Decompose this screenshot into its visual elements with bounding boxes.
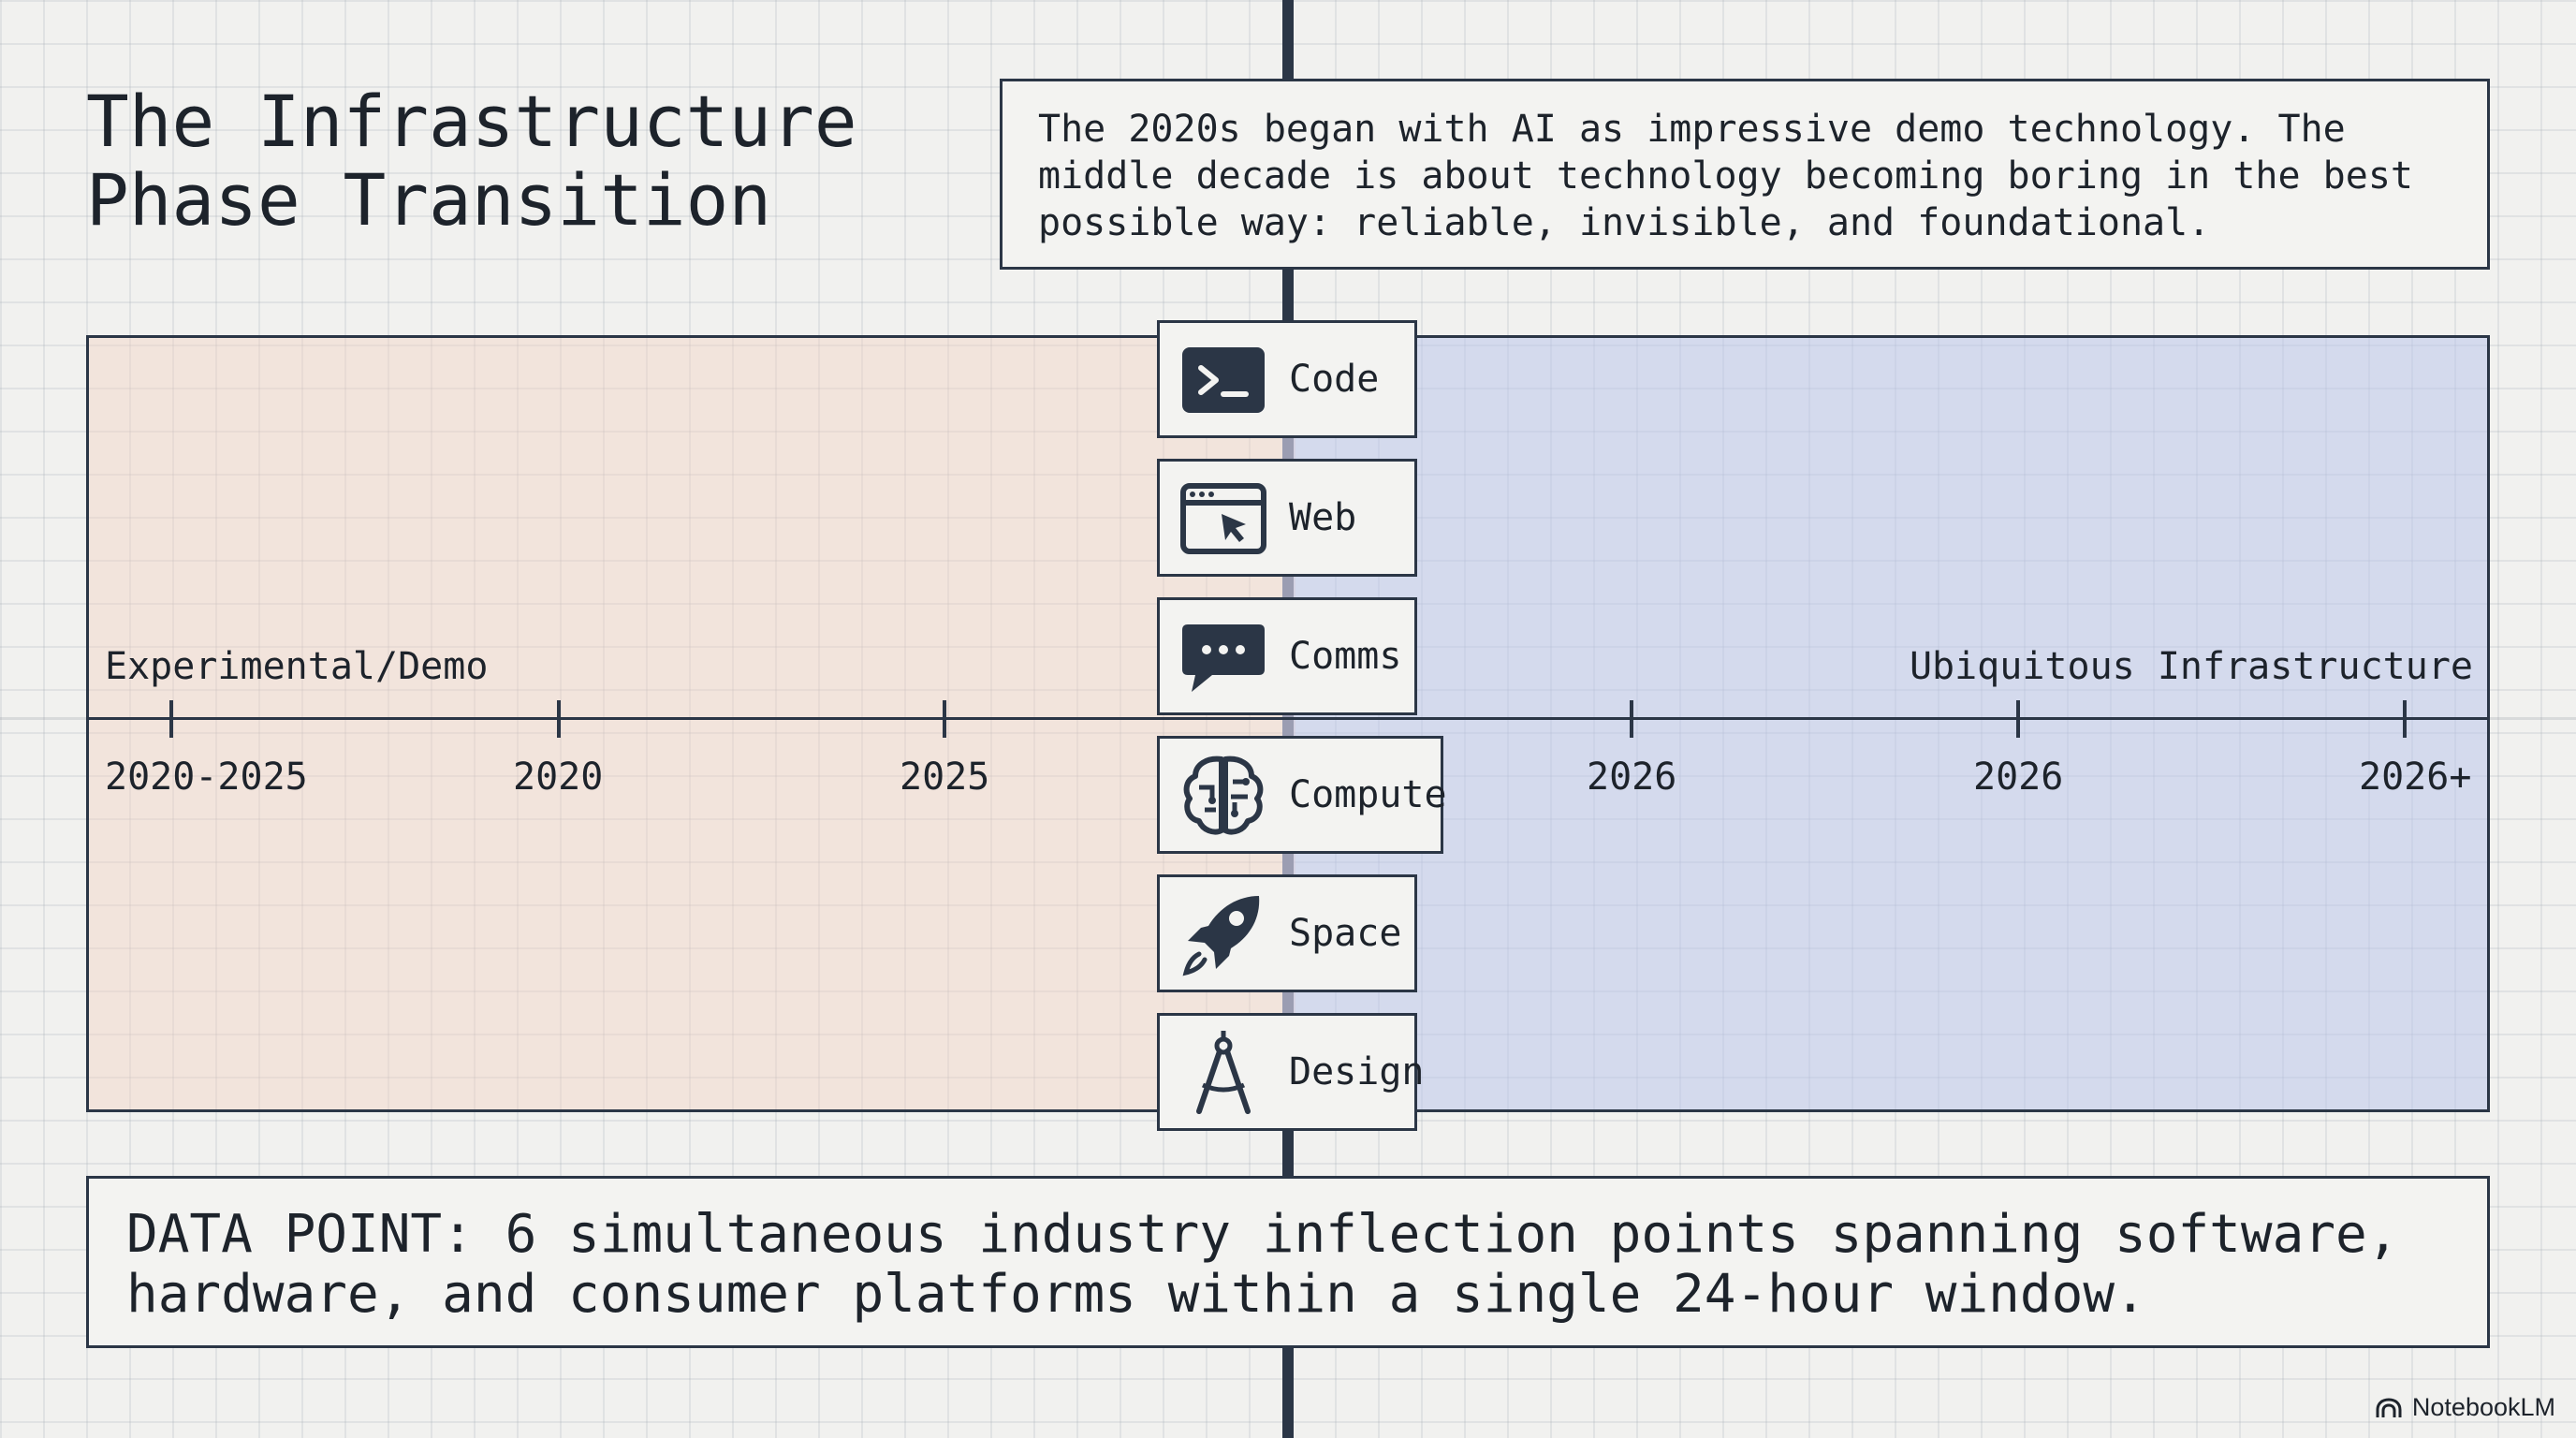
axis-tick bbox=[1630, 700, 1633, 738]
rocket-icon bbox=[1182, 896, 1260, 976]
brand-watermark: NotebookLM bbox=[2375, 1393, 2555, 1422]
node-label: Space bbox=[1289, 912, 1402, 955]
axis-extension-right bbox=[2490, 717, 2576, 720]
brand-name: NotebookLM bbox=[2411, 1393, 2555, 1421]
axis-tick bbox=[557, 700, 561, 738]
brain-circuit-icon bbox=[1183, 756, 1264, 835]
axis-tick-label: 2020 bbox=[513, 756, 604, 799]
axis-tick bbox=[2016, 700, 2020, 738]
axis-tick-label: 2020-2025 bbox=[105, 756, 308, 799]
data-point-callout: DATA POINT: 6 simultaneous industry infl… bbox=[86, 1176, 2490, 1348]
axis-tick bbox=[169, 700, 173, 738]
browser-cursor-icon bbox=[1180, 483, 1266, 554]
node-web: Web bbox=[1157, 459, 1417, 577]
axis-tick-label: 2026+ bbox=[2359, 756, 2472, 799]
node-compute: Compute bbox=[1157, 736, 1447, 854]
experimental-zone bbox=[86, 335, 1295, 1112]
chat-bubble-icon bbox=[1182, 624, 1265, 692]
node-label: Code bbox=[1289, 358, 1380, 401]
infrastructure-zone bbox=[1282, 335, 2490, 1112]
node-label: Design bbox=[1289, 1050, 1425, 1093]
drafting-compass-icon bbox=[1196, 1031, 1251, 1114]
intro-callout: The 2020s began with AI as impressive de… bbox=[1000, 79, 2490, 270]
zone-label-left: Experimental/Demo bbox=[105, 645, 489, 688]
node-label: Web bbox=[1289, 496, 1357, 539]
notebooklm-logo-icon bbox=[2376, 1397, 2402, 1417]
node-comms: Comms bbox=[1157, 597, 1417, 715]
node-design: Design bbox=[1157, 1013, 1425, 1131]
node-space: Space bbox=[1157, 874, 1417, 992]
timeline-axis bbox=[86, 717, 2490, 720]
node-code: Code bbox=[1157, 320, 1417, 438]
node-label: Comms bbox=[1289, 635, 1402, 678]
node-label: Compute bbox=[1289, 773, 1447, 816]
zone-label-right: Ubiquitous Infrastructure bbox=[1909, 645, 2473, 688]
page-title: The Infrastructure Phase Transition bbox=[86, 80, 857, 242]
axis-tick-label: 2026 bbox=[1587, 756, 1677, 799]
axis-extension-left bbox=[0, 717, 86, 720]
axis-tick bbox=[943, 700, 946, 738]
axis-tick-label: 2026 bbox=[1973, 756, 2064, 799]
terminal-icon bbox=[1182, 347, 1265, 413]
axis-tick bbox=[2403, 700, 2407, 738]
axis-tick-label: 2025 bbox=[900, 756, 990, 799]
